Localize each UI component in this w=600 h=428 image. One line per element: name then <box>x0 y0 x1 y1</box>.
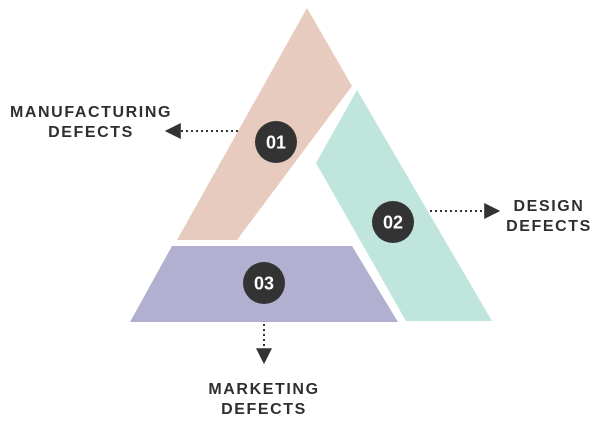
badge-03: 03 <box>243 262 285 304</box>
label-line: DEFECTS <box>48 124 134 141</box>
label-design-defects: DESIGN DEFECTS <box>502 197 596 237</box>
badge-circle <box>243 262 285 304</box>
label-line: MANUFACTURING <box>9 104 173 121</box>
label-line: DESIGN <box>513 198 585 215</box>
badge-number: 01 <box>266 133 286 153</box>
label-line: MARKETING <box>208 381 320 398</box>
label-line: DEFECTS <box>221 401 307 418</box>
segment-manufacturing <box>177 8 352 240</box>
label-line: DEFECTS <box>506 218 592 235</box>
badge-number: 02 <box>383 213 403 233</box>
badge-02: 02 <box>372 201 414 243</box>
label-manufacturing-defects: MANUFACTURING DEFECTS <box>2 103 180 143</box>
badge-number: 03 <box>254 274 274 294</box>
badge-circle <box>255 121 297 163</box>
badge-01: 01 <box>255 121 297 163</box>
label-marketing-defects: MARKETING DEFECTS <box>196 380 332 420</box>
badge-circle <box>372 201 414 243</box>
